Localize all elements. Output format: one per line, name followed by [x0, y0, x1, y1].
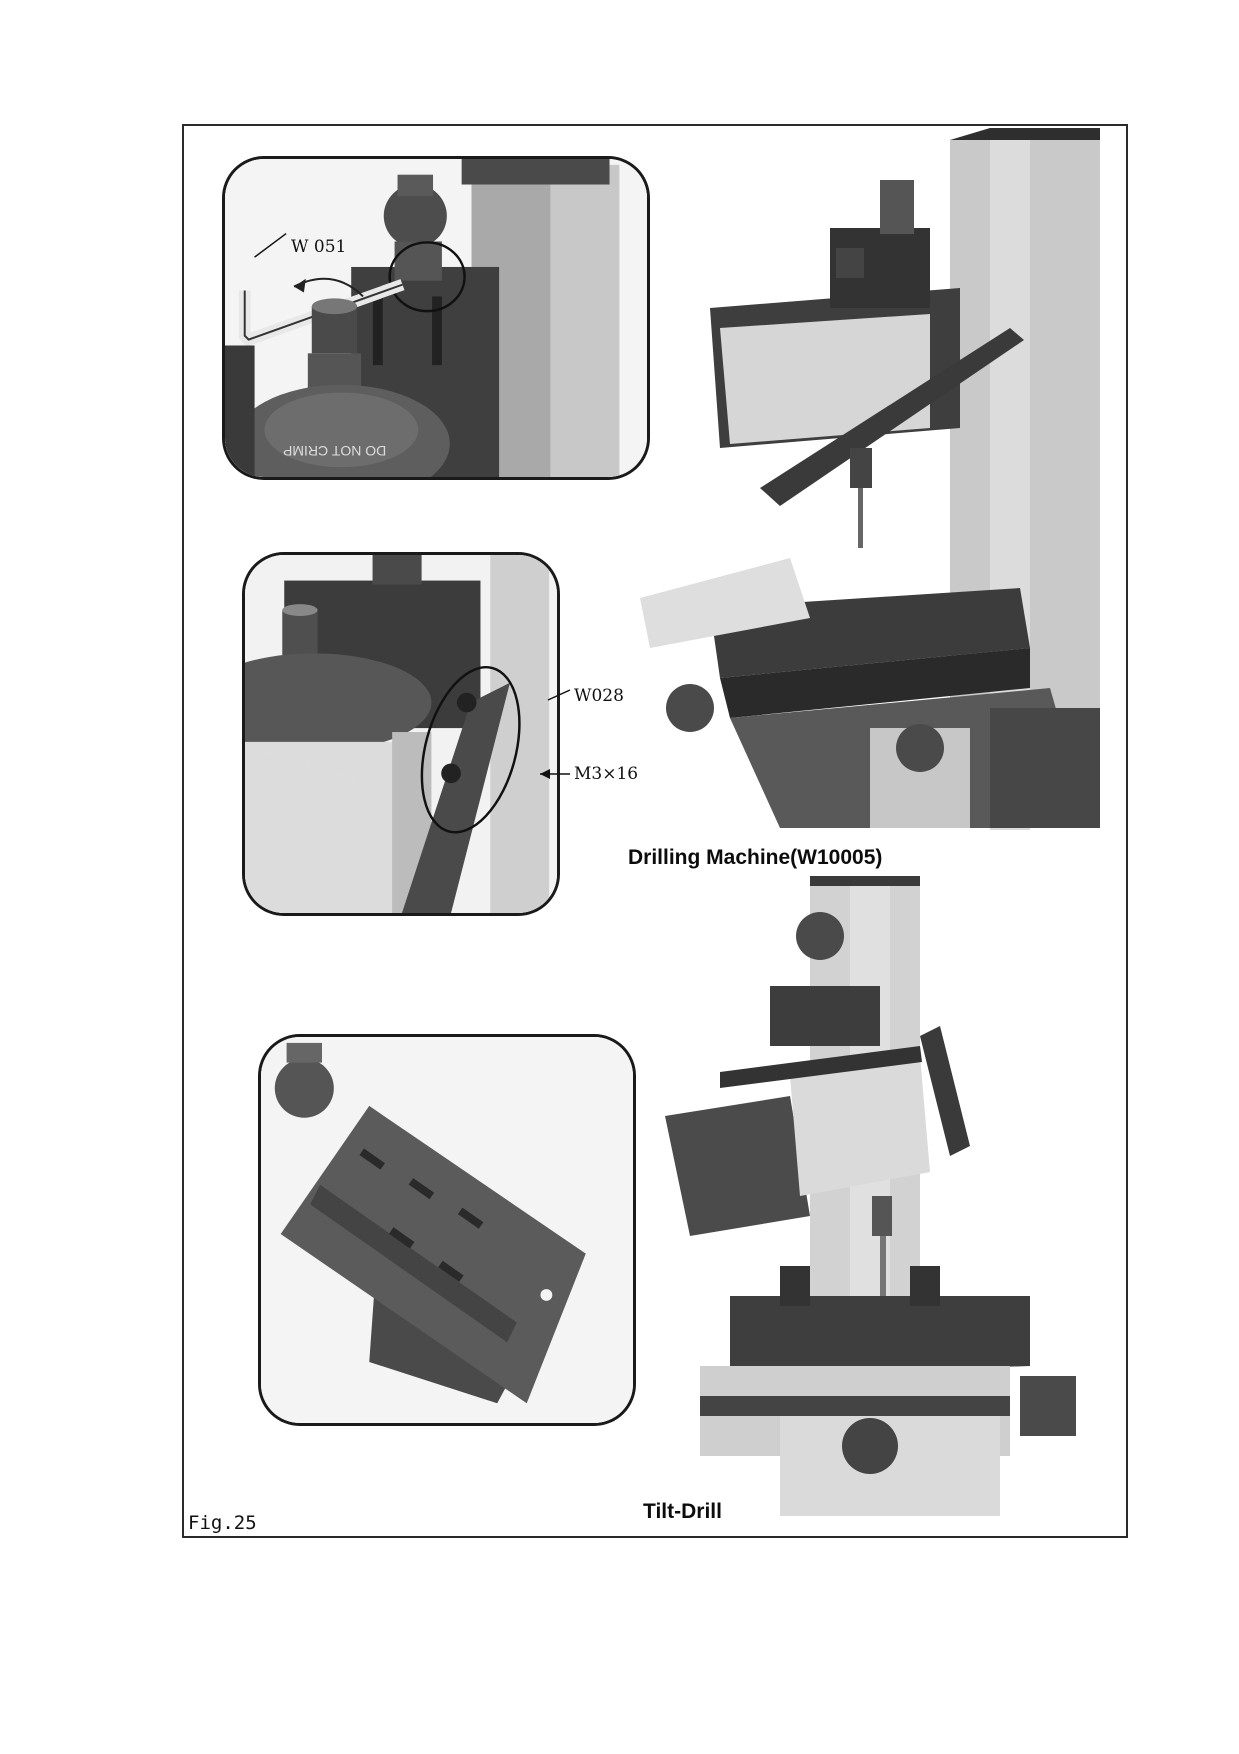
tilt-table-photo — [261, 1037, 633, 1423]
hex-key-photo — [225, 159, 647, 477]
callout-leaders — [540, 689, 571, 779]
drilling-machine-photo — [630, 128, 1118, 838]
callout-hex-key: W 051 — [291, 237, 347, 257]
callout-screw: M3×16 — [574, 764, 639, 784]
caption-drilling-machine: Drilling Machine(W10005) — [628, 846, 883, 869]
inset-handle: DO NOT CRIMP — [242, 552, 560, 916]
handle-photo — [245, 555, 557, 913]
callout-handle-part: W028 — [574, 686, 624, 706]
figure-label: Fig.25 — [188, 1512, 257, 1534]
caption-tilt-drill: Tilt-Drill — [643, 1500, 722, 1523]
inset-tilt-table — [258, 1034, 636, 1426]
tilt-drill-photo — [660, 876, 1100, 1518]
inset-hex-key: W 051 DO NOT CRIMP — [222, 156, 650, 480]
figure-frame — [182, 124, 1128, 1538]
dial-text: DO NOT CRIMP — [283, 443, 387, 459]
